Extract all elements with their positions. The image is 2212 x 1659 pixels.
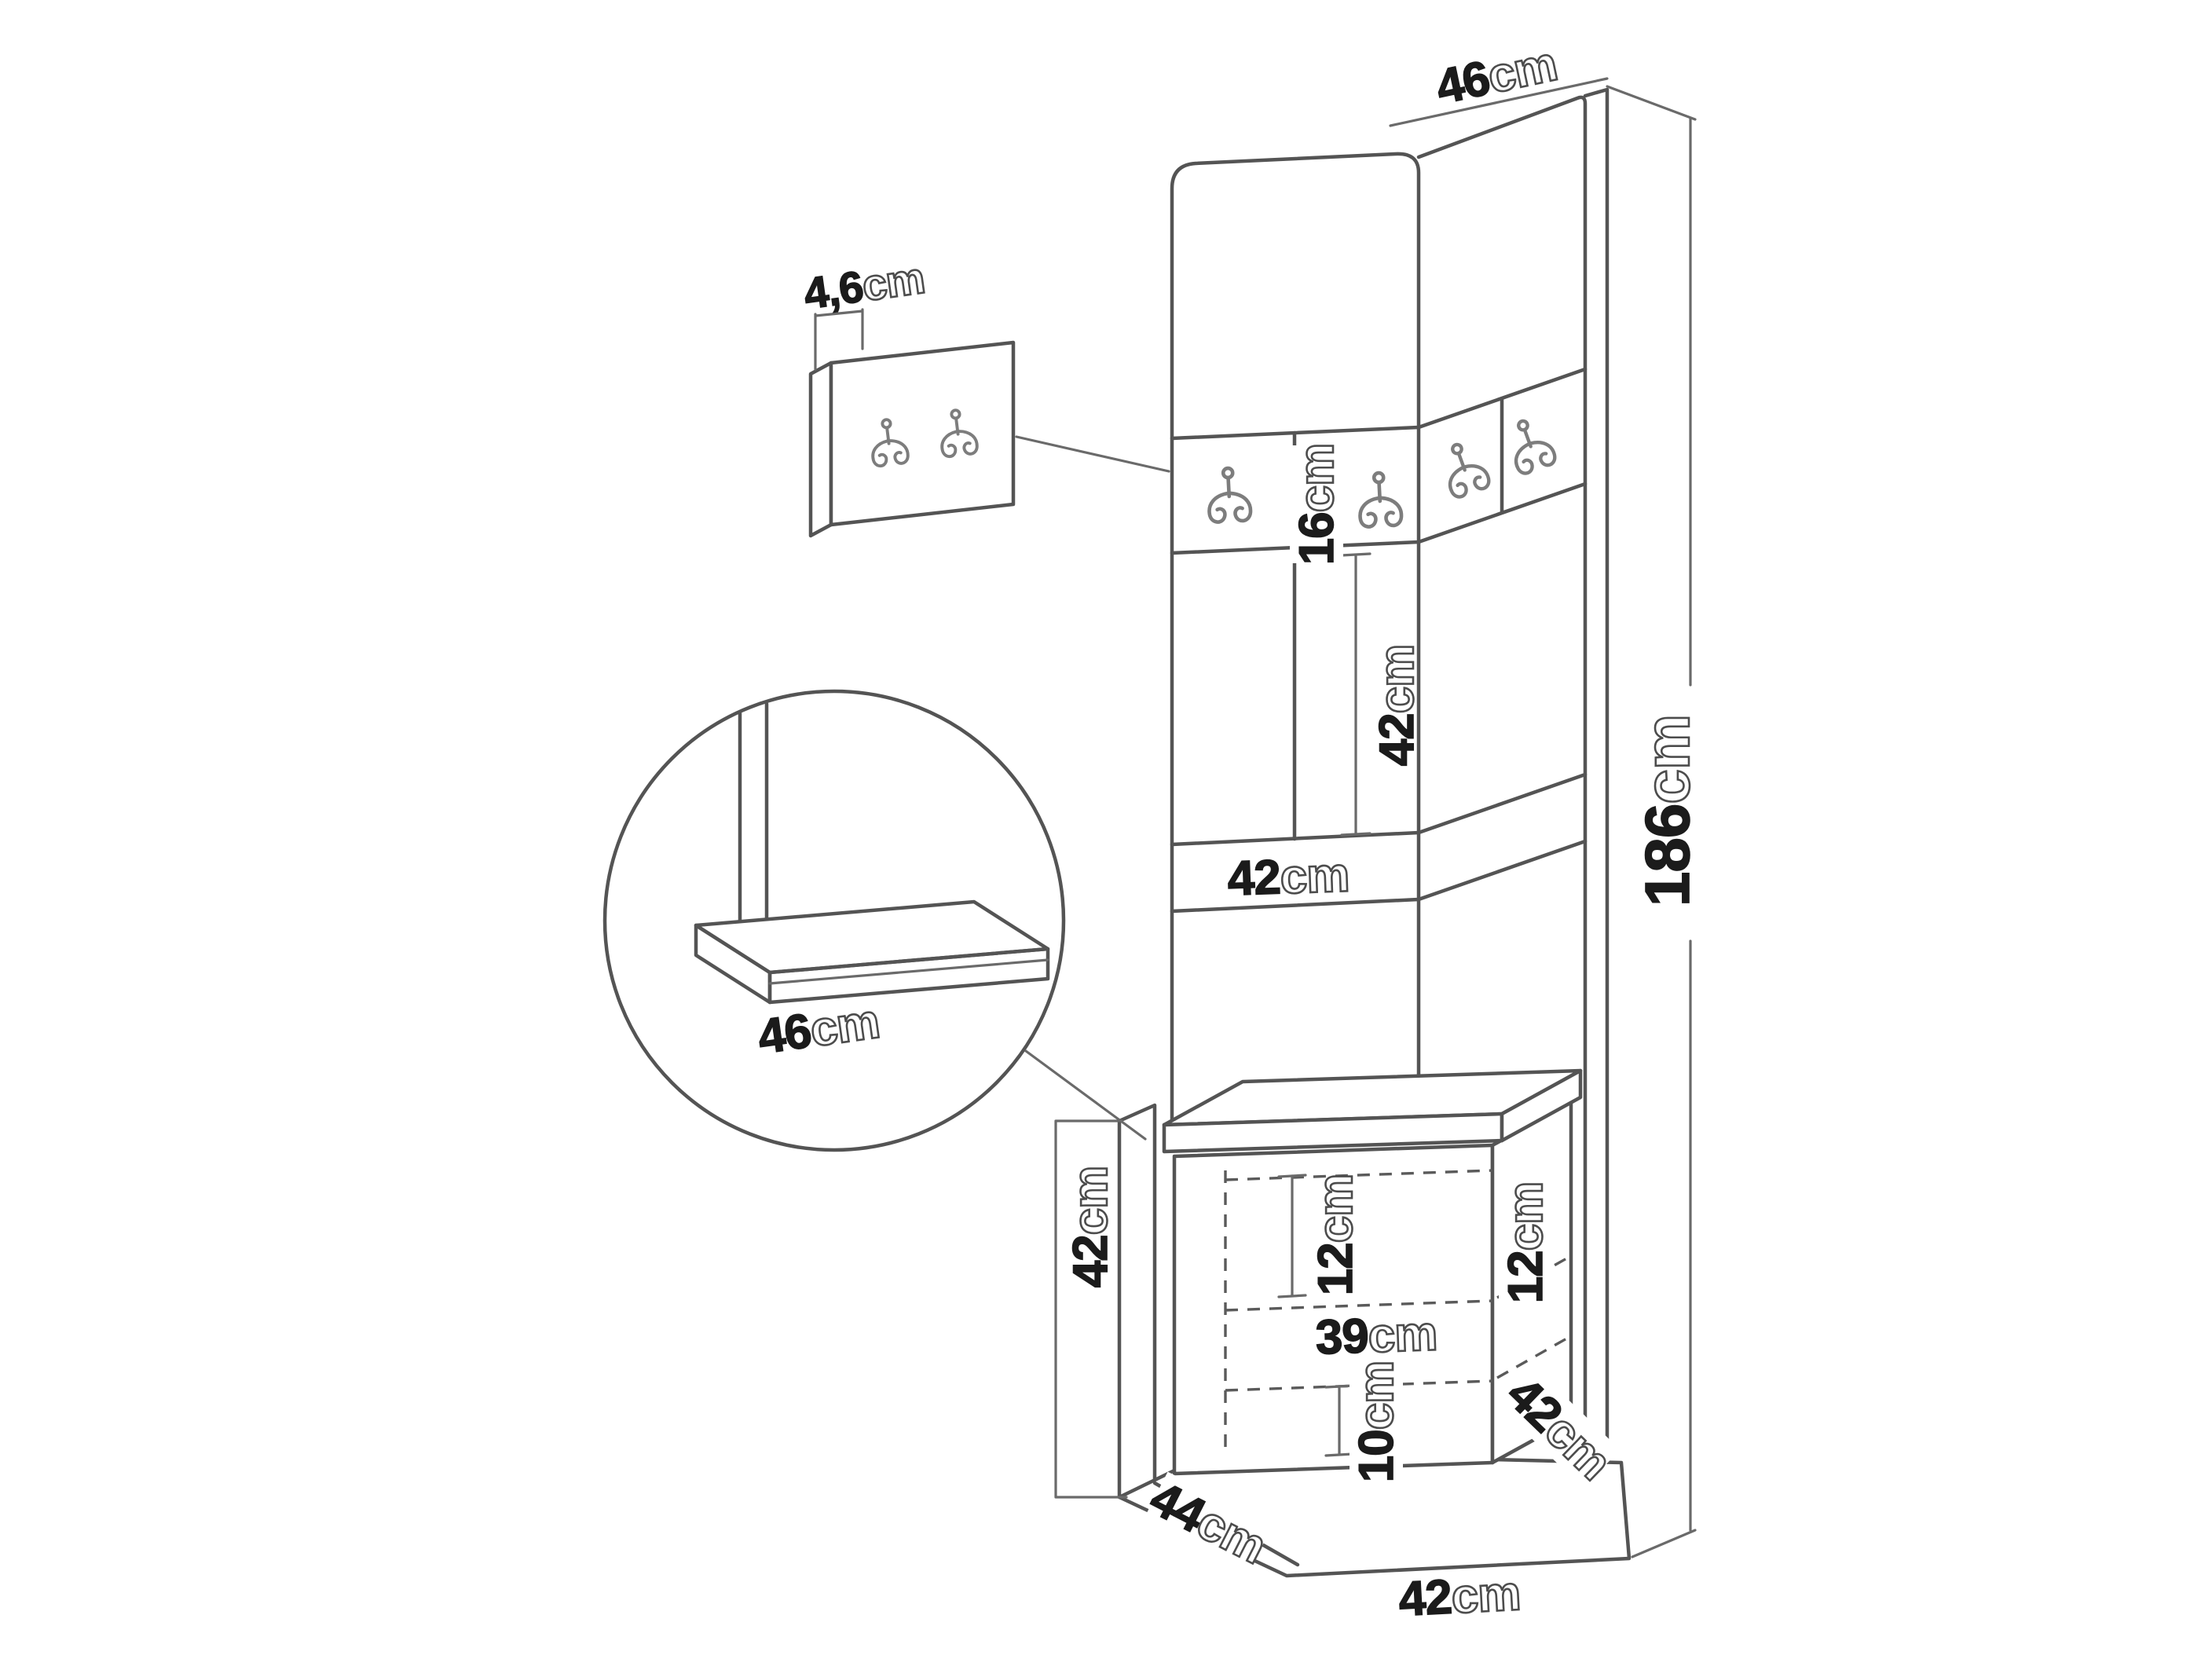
- dim-upper-panel-height: 42cm: [1369, 643, 1426, 767]
- right-panel-thickness-edge: [1583, 87, 1610, 1454]
- total-height-line: [1606, 85, 1697, 1558]
- hook-panel-detail-view: [808, 308, 1016, 538]
- svg-text:16cm: 16cm: [1290, 444, 1344, 566]
- seat-corner-detail-view: [602, 689, 1066, 1152]
- front-panel-outline: [1170, 152, 1421, 1140]
- upper-panel-height-line: [1340, 552, 1372, 837]
- detail-panel-lines: [738, 701, 769, 923]
- dim-seat-detail-depth: 46cm: [754, 993, 884, 1065]
- svg-text:42cm: 42cm: [1370, 645, 1424, 767]
- svg-text:12cm: 12cm: [1309, 1174, 1363, 1296]
- svg-text:42cm: 42cm: [1227, 848, 1350, 906]
- label-mask: [1143, 1471, 1273, 1573]
- dim-bench-width: 42cm: [1397, 1566, 1522, 1628]
- dim-bench-height: 42cm: [1063, 1165, 1119, 1288]
- bench-left-side-panel: [1117, 1103, 1157, 1500]
- label-mask: [1290, 445, 1343, 563]
- svg-text:39cm: 39cm: [1315, 1306, 1438, 1364]
- top-width-line: [1389, 77, 1609, 127]
- detail-seat-left: [694, 923, 772, 1005]
- dim-drawer-inner-width: 39cm: [1314, 1306, 1439, 1365]
- dim-bottom-drawer-height: 10cm: [1349, 1360, 1405, 1483]
- bench-cushion-right: [1500, 1068, 1583, 1143]
- dim-drawer-side-height: 12cm: [1498, 1181, 1555, 1304]
- svg-text:46cm: 46cm: [755, 994, 883, 1065]
- hook-panel-front: [829, 340, 1016, 527]
- label-mask: [1350, 1363, 1403, 1481]
- dimension-lines: [1054, 77, 1697, 1558]
- detail-circle: [602, 689, 1066, 1152]
- svg-text:46cm: 46cm: [1431, 37, 1562, 115]
- coat-hook-icon: [1358, 472, 1402, 527]
- svg-text:4,6cm: 4,6cm: [800, 253, 927, 319]
- thickness-extension-lines: [814, 308, 864, 371]
- dim-total-height: 186cm: [1632, 714, 1704, 907]
- dim-hook-panel-thickness: 4,6cm: [800, 251, 928, 319]
- mid-panel-seams: [1170, 772, 1588, 914]
- coat-hook-icon: [1503, 415, 1558, 476]
- bench-height-line: [1054, 1119, 1128, 1499]
- tall-corner-panel-unit: [1170, 87, 1610, 1457]
- dim-hook-strip-height: 16cm: [1289, 442, 1346, 566]
- drawer-front-height-line: [1277, 1174, 1307, 1298]
- svg-text:42cm: 42cm: [1064, 1166, 1118, 1288]
- hook-panel-side: [808, 361, 833, 538]
- detail-seat-piping: [768, 958, 1049, 985]
- coat-hook-icon: [1207, 467, 1251, 522]
- hook-strip-seams: [1170, 367, 1588, 841]
- label-mask: [1498, 1368, 1621, 1489]
- right-panel-outline: [1416, 95, 1588, 1457]
- dim-top-width: 46cm: [1431, 35, 1563, 115]
- svg-text:12cm: 12cm: [1499, 1182, 1553, 1304]
- svg-text:186cm: 186cm: [1632, 715, 1702, 906]
- label-mask: [1499, 1184, 1552, 1302]
- coat-hook-icon: [1437, 438, 1492, 500]
- bottom-drawer-height-line: [1324, 1384, 1354, 1457]
- detail-leader-lines: [1015, 435, 1170, 1141]
- svg-text:10cm: 10cm: [1350, 1361, 1404, 1483]
- svg-text:42cm: 42cm: [1397, 1566, 1522, 1627]
- label-mask: [1316, 1306, 1437, 1364]
- dim-panel-width: 42cm: [1226, 847, 1351, 906]
- dim-drawer-front-height: 12cm: [1308, 1173, 1364, 1296]
